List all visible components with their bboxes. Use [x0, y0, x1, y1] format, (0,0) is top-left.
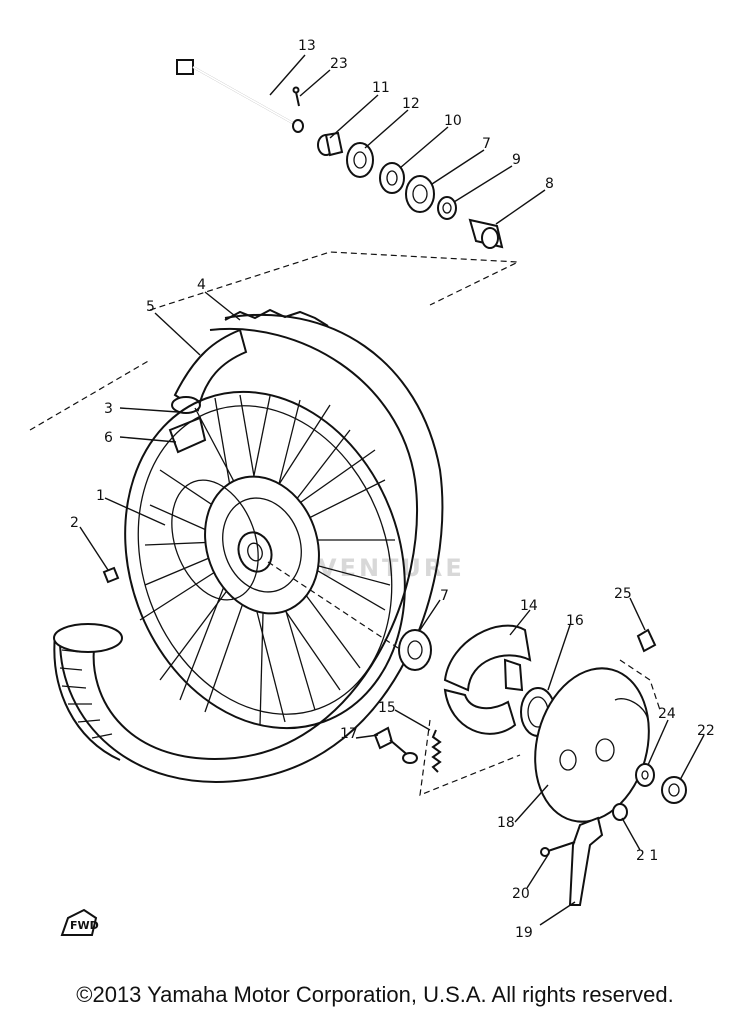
axle-centerline: [267, 561, 399, 649]
callout-12: 12: [402, 96, 420, 112]
bearing-small-part: [437, 196, 457, 220]
copyright-notice: ©2013 Yamaha Motor Corporation, U.S.A. A…: [76, 982, 674, 1007]
brake-group-line: [419, 719, 521, 796]
callout-18: 18: [497, 815, 515, 831]
brake-cover-line: [619, 659, 661, 711]
callout-14: 14: [520, 598, 538, 614]
washer-part: [635, 763, 655, 787]
callout-11: 11: [372, 80, 390, 96]
nipple-part: [102, 566, 120, 584]
bearing-part-upper: [405, 175, 435, 213]
callout-labels: 13 23 11 12 10 7 9 8 4 5 3 6 1 2 7 14 16…: [70, 38, 715, 941]
lever-bolt-part: [540, 841, 576, 857]
forward-marker-label: FWD: [70, 919, 99, 932]
callout-9: 9: [512, 152, 521, 168]
brake-shoe-part: [443, 624, 532, 735]
lever-nut-part: [612, 803, 628, 821]
callout-23: 23: [330, 56, 348, 72]
nut-part: [661, 776, 687, 804]
forward-arrow-icon: FWD: [60, 908, 99, 936]
spacer-part: [379, 162, 405, 194]
callout-1: 1: [96, 488, 105, 504]
callout-20: 20: [512, 886, 530, 902]
callout-6: 6: [104, 430, 113, 446]
callout-2: 2: [70, 515, 79, 531]
callout-17: 17: [340, 726, 358, 742]
tube-part: [171, 328, 248, 414]
hub-part: [171, 475, 320, 615]
brake-plate-part: [534, 667, 650, 823]
callout-15: 15: [378, 700, 396, 716]
bearing-part-lower: [398, 629, 432, 671]
cotter-pin-part: [292, 86, 300, 107]
camshaft-lever-part: [568, 816, 604, 906]
front-axle-part: [176, 59, 304, 133]
callout-24: 24: [658, 706, 676, 722]
callout-13: 13: [298, 38, 316, 54]
collar-part: [317, 131, 344, 157]
dust-cover-part: [636, 628, 657, 653]
callout-22: 22: [697, 723, 715, 739]
callout-7-upper: 7: [482, 136, 491, 152]
tire-alignment-line: [29, 359, 151, 431]
callout-5: 5: [146, 299, 155, 315]
rim-part: [124, 390, 406, 730]
callout-3: 3: [104, 401, 113, 417]
axle-spacer-part: [468, 218, 504, 249]
callout-10: 10: [444, 113, 462, 129]
callout-8: 8: [545, 176, 554, 192]
callout-7-lower: 7: [440, 588, 449, 604]
axle-alignment-line: [149, 251, 521, 311]
leader-lines: [79, 54, 705, 926]
callout-4: 4: [197, 277, 206, 293]
brake-cam-part: [373, 726, 418, 764]
callout-21: 2 1: [636, 848, 658, 864]
oil-seal-part: [346, 142, 374, 178]
callout-19: 19: [515, 925, 533, 941]
callout-25: 25: [614, 586, 632, 602]
callout-16: 16: [566, 613, 584, 629]
brake-spring-part: [431, 729, 442, 773]
